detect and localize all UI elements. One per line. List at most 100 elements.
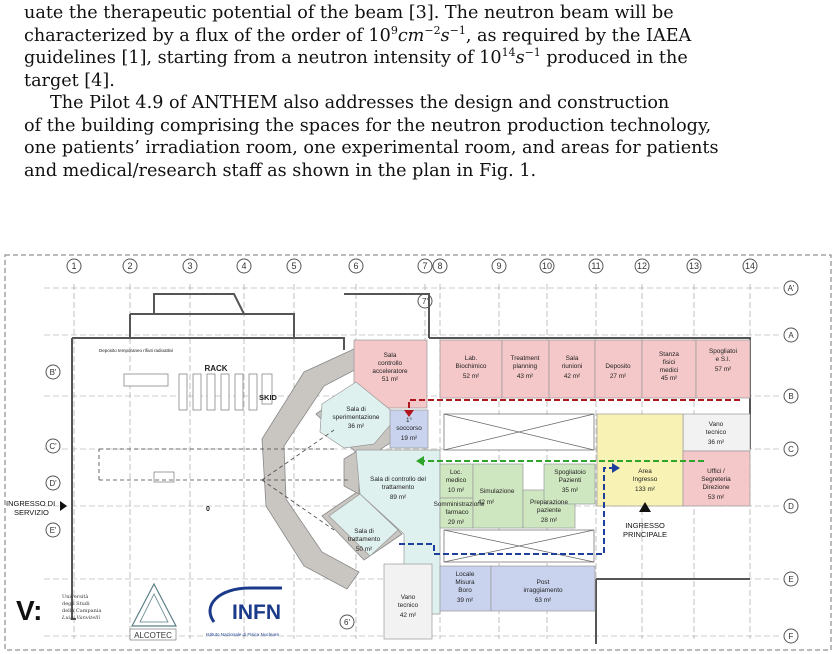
svg-text:Preparazione: Preparazione [530, 499, 568, 506]
svg-text:sperimentazione: sperimentazione [333, 414, 380, 421]
svg-text:133 m²: 133 m² [635, 486, 655, 493]
svg-text:Somministrazione: Somministrazione [434, 501, 485, 508]
svg-text:11: 11 [591, 261, 600, 271]
alcotec-triangle-icon [131, 582, 177, 627]
label-loc-medico: Loc. medico 10 m² [446, 469, 467, 494]
room-deposito [594, 339, 643, 399]
text-line: characterized by a flux of the order of … [24, 23, 692, 46]
text-line: The Pilot 4.9 of ANTHEM also addresses t… [50, 93, 670, 113]
svg-text:medici: medici [660, 367, 678, 374]
svg-text:45 m²: 45 m² [661, 375, 677, 382]
svg-text:Spogliatoio: Spogliatoio [554, 469, 586, 476]
svg-text:D': D' [49, 479, 57, 488]
label-deposito-temporaneo: Deposito temporaneo rifiuti radioattivi [99, 348, 173, 353]
label-vano-tecnico-right: Vano tecnico 36 m² [706, 421, 727, 446]
label-treatment-planning: Treatment planning 43 m² [511, 355, 540, 380]
svg-text:7: 7 [422, 261, 427, 271]
svg-text:Locale: Locale [456, 571, 475, 578]
svg-text:57 m²: 57 m² [715, 366, 731, 373]
label-deposito: Deposito 27 m² [605, 363, 631, 380]
svg-text:42 m²: 42 m² [564, 373, 580, 380]
svg-text:42 m²: 42 m² [400, 612, 416, 619]
svg-text:9: 9 [496, 261, 501, 271]
label-vano-tecnico-bottom: Vano tecnico 42 m² [398, 594, 419, 619]
grid-row-d: D [783, 498, 799, 514]
svg-text:29 m²: 29 m² [448, 519, 464, 526]
svg-text:Boro: Boro [458, 587, 472, 594]
text-line: one patients’ irradiation room, one expe… [24, 138, 719, 158]
grid-row-f: F [783, 628, 799, 644]
svg-text:2: 2 [127, 261, 132, 271]
svg-text:A: A [788, 331, 794, 340]
svg-text:farmaco: farmaco [445, 509, 469, 516]
svg-text:E': E' [50, 526, 57, 535]
label-somministrazione: Somministrazione farmaco 29 m² [434, 501, 485, 526]
svg-text:Vano: Vano [709, 421, 724, 428]
svg-text:Post: Post [537, 579, 550, 586]
svg-text:51 m²: 51 m² [382, 376, 398, 383]
entrance-servizio: INGRESSO DI SERVIZIO [6, 499, 67, 517]
grid-col-1: 1 [66, 258, 82, 274]
svg-text:50 m²: 50 m² [356, 546, 372, 553]
svg-text:7': 7' [422, 297, 428, 306]
label-spogliatoi-si: Spogliatoi e S.I. 57 m² [709, 348, 737, 373]
room-somministrazione [439, 497, 474, 529]
svg-text:Sala di controllo del: Sala di controllo del [370, 476, 426, 483]
svg-text:controllo: controllo [378, 360, 403, 367]
label-zero: 0 [206, 506, 210, 513]
label-primo-soccorso: 1° soccorso 19 m² [396, 416, 422, 442]
grid-col-3: 3 [182, 258, 198, 274]
svg-text:Direzione: Direzione [703, 484, 730, 491]
label-rack: RACK [204, 364, 227, 373]
svg-text:fisici: fisici [663, 359, 675, 366]
svg-text:E: E [788, 575, 793, 584]
arrow-head-blue [612, 463, 620, 473]
svg-text:Segreteria: Segreteria [701, 476, 731, 483]
svg-text:tecnico: tecnico [398, 602, 419, 609]
svg-text:Università: Università [62, 593, 88, 600]
svg-text:52 m²: 52 m² [463, 373, 479, 380]
svg-text:Pazienti: Pazienti [559, 477, 582, 484]
svg-text:Treatment: Treatment [511, 355, 540, 362]
label-sala-controllo-trattamento: Sala di controllo del trattamento 89 m² [370, 476, 426, 501]
svg-text:36 m²: 36 m² [708, 439, 724, 446]
svg-text:riunioni: riunioni [562, 363, 583, 370]
room-spogliatoio-pazienti [543, 463, 596, 505]
svg-text:C': C' [49, 442, 57, 451]
svg-text:35 m²: 35 m² [562, 487, 578, 494]
svg-text:39 m²: 39 m² [457, 597, 473, 604]
grid-row-d-prime: D' [45, 475, 61, 491]
label-sala-trattamento: Sala di trattamento 50 m² [348, 528, 381, 553]
grid-row-b-prime: B' [45, 364, 61, 380]
svg-text:planning: planning [513, 363, 538, 370]
svg-text:4: 4 [241, 261, 246, 271]
svg-text:SERVIZIO: SERVIZIO [14, 508, 49, 517]
svg-text:Istituto Nazionale di Fisica N: Istituto Nazionale di Fisica Nucleare [206, 632, 279, 637]
arrow-head-green [416, 456, 424, 466]
building-walls [71, 293, 751, 644]
label-post-irraggiamento: Post irraggiamento 63 m² [523, 579, 563, 604]
grid-row-b: B [783, 388, 799, 404]
svg-text:3: 3 [187, 261, 192, 271]
svg-text:43 m²: 43 m² [517, 373, 533, 380]
svg-text:Uffici /: Uffici / [707, 468, 725, 475]
entrance-arrow-icon [60, 501, 67, 511]
label-simulazione: Simulazione 42 m² [478, 488, 515, 506]
svg-text:Vano: Vano [401, 594, 416, 601]
figure-frame [4, 254, 832, 651]
label-spogliatoio-pazienti: Spogliatoio Pazienti 35 m² [554, 469, 586, 494]
logo-infn: INFN Istituto Nazionale di Fisica Nuclea… [206, 586, 282, 637]
svg-text:Sala di: Sala di [346, 406, 366, 413]
svg-text:53 m²: 53 m² [708, 494, 724, 501]
text-line: target [4]. [24, 70, 115, 91]
label-area-ingresso: Area Ingresso 133 m² [633, 468, 658, 493]
svg-text:Sala: Sala [566, 355, 579, 362]
grid-col-7: 7 [417, 258, 433, 274]
svg-text:5: 5 [291, 261, 296, 271]
entrance-arrow-icon [639, 502, 651, 512]
svg-text:PRINCIPALE: PRINCIPALE [623, 530, 667, 539]
svg-text:1°: 1° [406, 416, 413, 424]
svg-text:Lab.: Lab. [465, 355, 478, 362]
svg-text:e S.I.: e S.I. [716, 356, 731, 363]
svg-text:19 m²: 19 m² [401, 435, 417, 442]
